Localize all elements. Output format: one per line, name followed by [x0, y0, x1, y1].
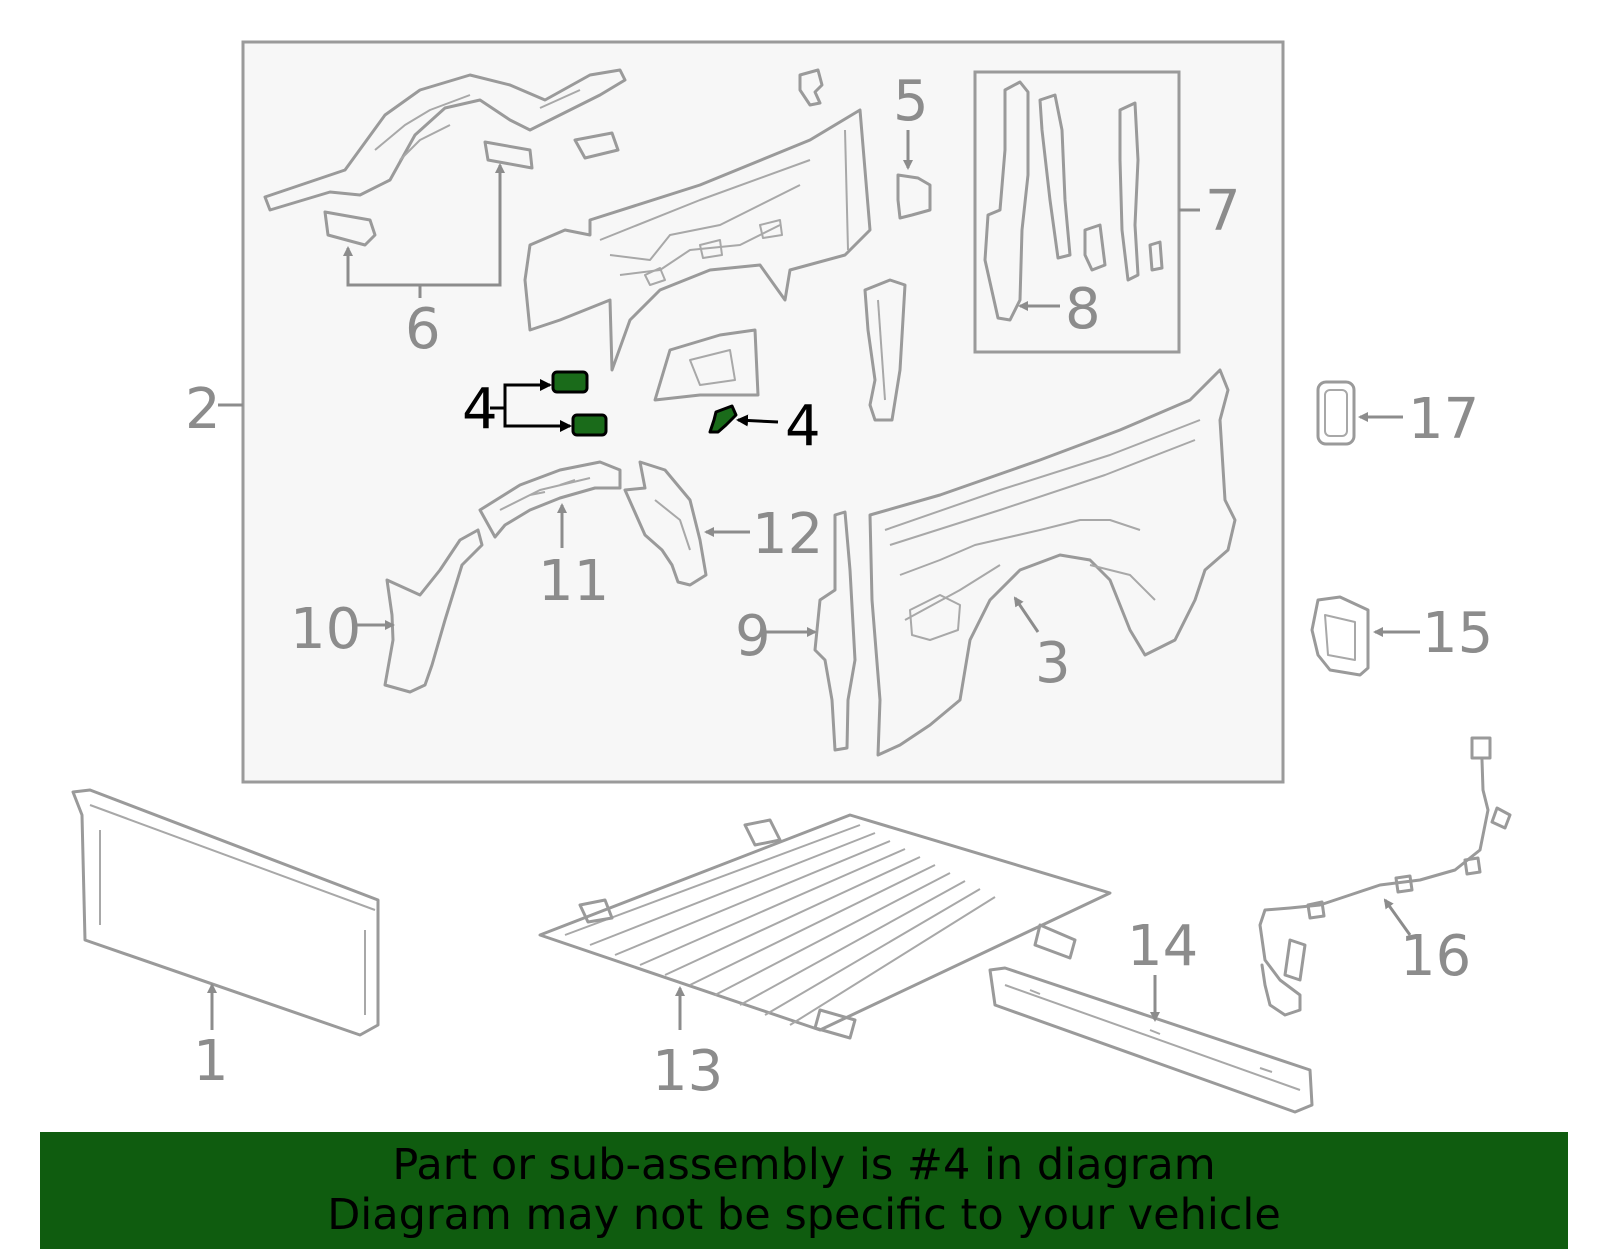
callout-16: 16 — [1400, 924, 1471, 989]
parts-diagram: 1 2 3 4 4 5 6 7 8 9 10 11 12 13 14 15 16… — [71, 40, 1512, 1114]
assembly-box — [241, 40, 1285, 784]
callout-6: 6 — [405, 297, 441, 362]
part-11-wheelhouse-inner — [478, 460, 622, 539]
callout-8: 8 — [1065, 277, 1101, 342]
callout-11: 11 — [538, 549, 609, 614]
callout-7: 7 — [1205, 179, 1241, 244]
banner-line-1: Part or sub-assembly is #4 in diagram — [392, 1140, 1216, 1190]
callout-3: 3 — [1035, 631, 1071, 696]
callout-13: 13 — [652, 1039, 723, 1104]
callout-17: 17 — [1408, 387, 1479, 452]
callout-4-right: 4 — [785, 394, 821, 459]
callout-15: 15 — [1422, 601, 1493, 666]
part-9-pillar — [813, 510, 857, 752]
part-13-bed-floor — [538, 813, 1112, 1040]
part-bracket-top — [798, 68, 824, 107]
part-14-rail — [988, 966, 1314, 1114]
callout-12: 12 — [752, 502, 823, 567]
info-banner: Part or sub-assembly is #4 in diagram Di… — [40, 1132, 1568, 1249]
part-15-connector — [1310, 595, 1370, 677]
callout-4-left: 4 — [462, 377, 498, 442]
part-5-bracket — [896, 173, 932, 220]
part-4-highlighted — [551, 370, 738, 437]
part-6-wheelhouse-upper — [263, 68, 627, 247]
part-7-8-pillars — [983, 80, 1164, 322]
callout-10: 10 — [290, 597, 361, 662]
part-10-filler — [383, 528, 484, 694]
part-vertical-bracket — [863, 278, 907, 422]
part-17-grommet — [1316, 380, 1356, 446]
part-1-front-panel — [71, 788, 380, 1037]
callout-14: 14 — [1127, 914, 1198, 979]
part-3-outer-side-panel — [868, 368, 1237, 757]
callout-2: 2 — [185, 377, 221, 442]
part-gusset — [653, 328, 760, 402]
callout-5: 5 — [893, 69, 929, 134]
part-12-bracket — [623, 460, 708, 587]
part-4-clip — [708, 404, 738, 434]
part-4-pad-upper — [551, 370, 589, 394]
part-16-harness — [1258, 736, 1512, 1017]
part-4-pad-lower — [571, 413, 608, 437]
part-inner-side-panel — [523, 108, 872, 372]
banner-line-2: Diagram may not be specific to your vehi… — [327, 1190, 1281, 1240]
callout-1: 1 — [193, 1029, 229, 1094]
callout-9: 9 — [735, 604, 771, 669]
sub-assembly-box — [973, 70, 1181, 354]
